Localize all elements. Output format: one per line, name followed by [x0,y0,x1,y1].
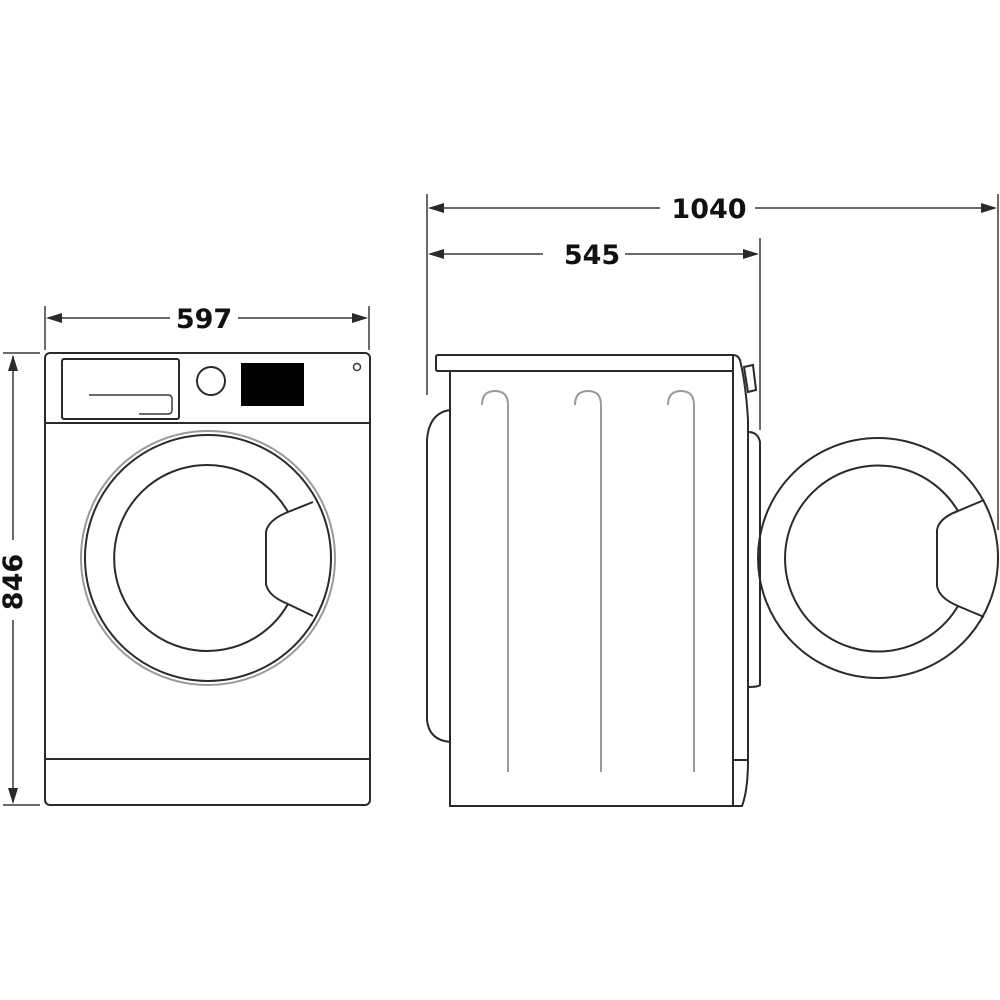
front-body [44,352,371,806]
open-door-handle [936,499,985,618]
side-view [426,354,999,807]
front-view [44,352,371,806]
depth-door-open-dimension: 1040 [428,194,999,530]
door-frame [84,434,332,682]
side-body [449,370,734,807]
open-door-frame [757,437,999,679]
program-knob-icon [196,366,226,396]
depth-door-open-label: 1040 [671,194,746,225]
power-button-icon [352,362,362,372]
open-door-glass [784,464,959,653]
side-front-panel [732,354,749,760]
side-kick-plate [733,759,750,807]
drum-rib-1 [481,389,509,772]
depth-dimension: 545 [426,194,761,430]
side-top-lid [435,354,734,372]
depth-label: 545 [564,240,620,271]
side-door-hinge [747,431,761,688]
door-glass [113,464,289,652]
door-outer-ring [80,430,336,686]
height-label: 846 [0,554,29,610]
detergent-drawer [61,358,180,420]
side-knob [742,363,758,394]
door-handle [265,501,314,617]
drum-rib-3 [667,389,695,772]
width-dimension: 597 [44,304,370,350]
side-back-bulge [426,409,451,743]
display-panel [241,363,304,406]
width-label: 597 [176,304,232,335]
drum-rib-2 [574,389,602,772]
drawer-handle [89,394,173,415]
height-dimension: 846 [0,352,40,806]
